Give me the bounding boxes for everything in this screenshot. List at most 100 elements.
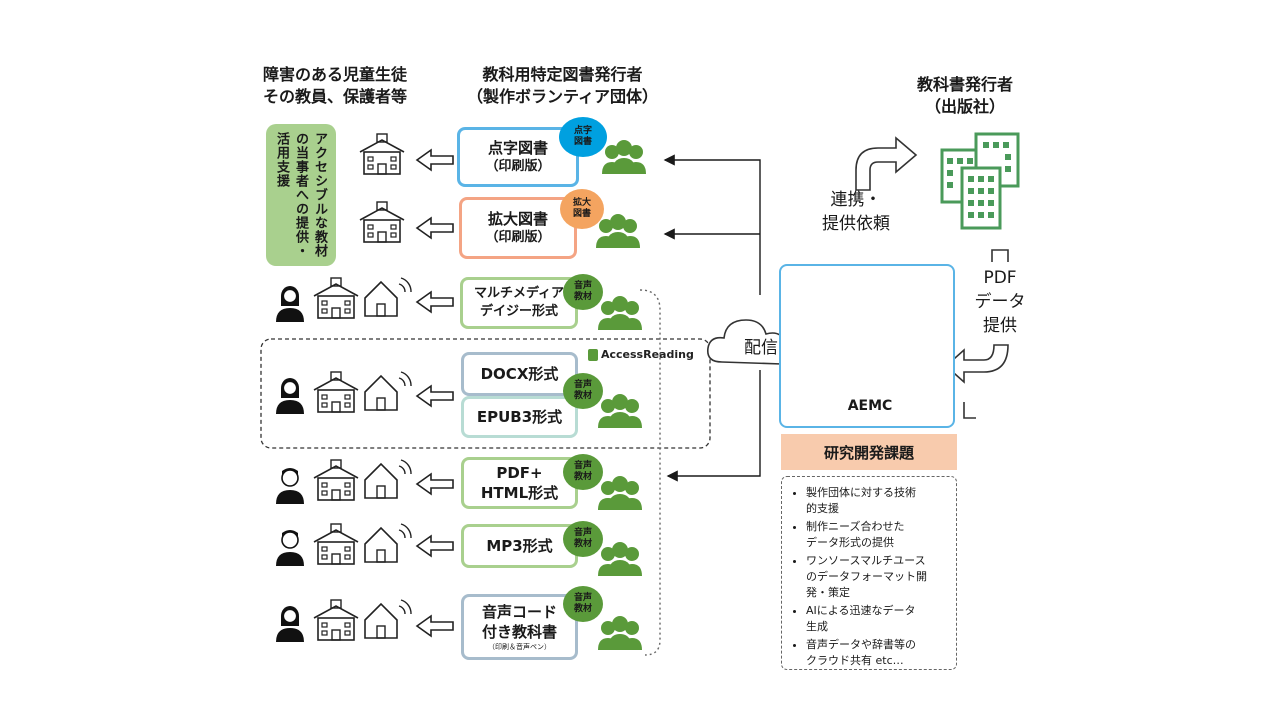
accessreading-logo-text: AccessReading [601,348,694,361]
cooperation-line2: 提供依頼 [822,214,890,234]
bracket-top-icon [991,249,1009,262]
school-icon-row4 [313,371,359,413]
school-icon-row7 [313,599,359,641]
badge-pdf-l1: 音声 [573,461,592,471]
home-icon-row6 [364,523,412,563]
accessreading-logo-icon [588,348,598,361]
pdf-sublabel: HTML形式 [480,484,559,502]
badge-voicecode-l2: 教材 [573,604,592,614]
badge-pdf-l2: 教材 [573,472,592,482]
header-right-line1: 教科書発行者 [916,75,1013,94]
badge-mp3-l1: 音声 [573,528,592,538]
format-voice-code: 音声コード 付き教科書 （印刷＆音声ペン） [461,594,578,660]
header-left: 障害のある児童生徒 その教員、保護者等 [245,64,425,108]
header-middle-line2: （製作ボランティア団体） [466,87,659,106]
support-line-1: 活用支援 [274,132,289,188]
home-icon-row3 [364,277,412,317]
header-left-line2: その教員、保護者等 [262,87,407,106]
badge-daisy-l2: 教材 [573,292,592,302]
badge-daisy: 音声 教材 [563,274,603,310]
research-title: 研究開発課題 [781,434,957,470]
arrow-row3-icon [416,291,454,313]
arrow-row2-icon [416,217,454,239]
daisy-sublabel: デイジー形式 [479,304,558,319]
person-icon-row7 [275,605,305,643]
badge-large-print: 拡大 図書 [560,189,604,229]
voicecode-label: 音声コード [481,603,557,621]
arrow-row4-icon [416,385,454,407]
people-icon-4 [598,394,642,428]
header-right: 教科書発行者 （出版社） [905,74,1025,118]
people-icon-5 [598,476,642,510]
badge-epub: 音声 教材 [563,373,603,409]
header-middle-line1: 教科用特定図書発行者 [482,65,643,84]
person-icon-row3 [275,285,305,323]
large-print-label: 拡大図書 [487,210,548,228]
badge-large-l1: 拡大 [572,198,591,208]
format-pdf-html: PDF+ HTML形式 [461,457,578,509]
cooperation-arrow-icon [855,136,918,191]
aemc-box [779,264,955,428]
badge-epub-l2: 教材 [573,391,592,401]
people-icon-3 [598,296,642,330]
home-icon-row5 [364,459,412,499]
school-icon-row1 [359,133,405,175]
pdf-label: PDF+ [496,464,543,482]
accessreading-logo: AccessReading [588,348,694,361]
cooperation-line1: 連携・ [830,190,882,210]
mp3-label: MP3形式 [486,537,553,555]
support-box: アクセシブルな教材 の当事者への提供・ 活用支援 [266,124,336,266]
people-icon-2 [596,214,640,248]
badge-braille-l1: 点字 [573,126,592,136]
format-epub: EPUB3形式 [461,396,578,438]
line-to-pdf [666,370,761,482]
arrow-row5-icon [416,473,454,495]
voicecode-note: （印刷＆音声ペン） [488,643,551,651]
arrow-row1-icon [416,149,454,171]
bracket-bottom-icon [963,402,976,419]
cooperation-text: 連携・ 提供依頼 [806,188,906,236]
person-icon-row5 [275,467,305,505]
format-large-print: 拡大図書 （印刷版） [459,197,577,259]
epub-label: EPUB3形式 [476,408,563,426]
cloud-label: 配信 [744,338,778,358]
people-icon-7 [598,616,642,650]
people-icon-6 [598,542,642,576]
daisy-label: マルチメディア [473,286,565,301]
badge-braille: 点字 図書 [559,117,607,157]
person-icon-row4 [275,377,305,415]
home-icon-row7 [364,599,412,639]
distribution-dotted-line [639,289,661,656]
pdf-provide-line2: データ [974,292,1026,312]
arrow-row7-icon [416,615,454,637]
docx-label: DOCX形式 [480,365,559,383]
braille-label: 点字図書 [487,139,548,157]
support-line-3: アクセシブルな教材 [312,132,327,258]
line-to-braille [663,154,761,295]
header-left-line1: 障害のある児童生徒 [262,65,407,84]
format-mp3: MP3形式 [461,524,578,568]
badge-large-l2: 図書 [572,209,591,219]
school-icon-row5 [313,459,359,501]
badge-pdf: 音声 教材 [563,454,603,490]
badge-voicecode: 音声 教材 [563,586,603,622]
pdf-provide-text: PDF データ 提供 [965,266,1035,338]
building-icon [940,132,1020,230]
pdf-provide-line1: PDF [983,268,1017,288]
braille-sublabel: （印刷版） [485,159,551,174]
format-daisy: マルチメディア デイジー形式 [460,277,578,329]
person-icon-row6 [275,529,305,567]
accessreading-group-outline [260,338,711,449]
pdf-provide-line3: 提供 [983,316,1017,336]
badge-mp3-l2: 教材 [573,539,592,549]
aemc-label: AEMC [847,398,893,414]
voicecode-sublabel: 付き教科書 [481,623,557,641]
pdf-provide-arrow-icon [944,344,1009,384]
format-docx: DOCX形式 [461,352,578,396]
home-icon-row4 [364,371,412,411]
